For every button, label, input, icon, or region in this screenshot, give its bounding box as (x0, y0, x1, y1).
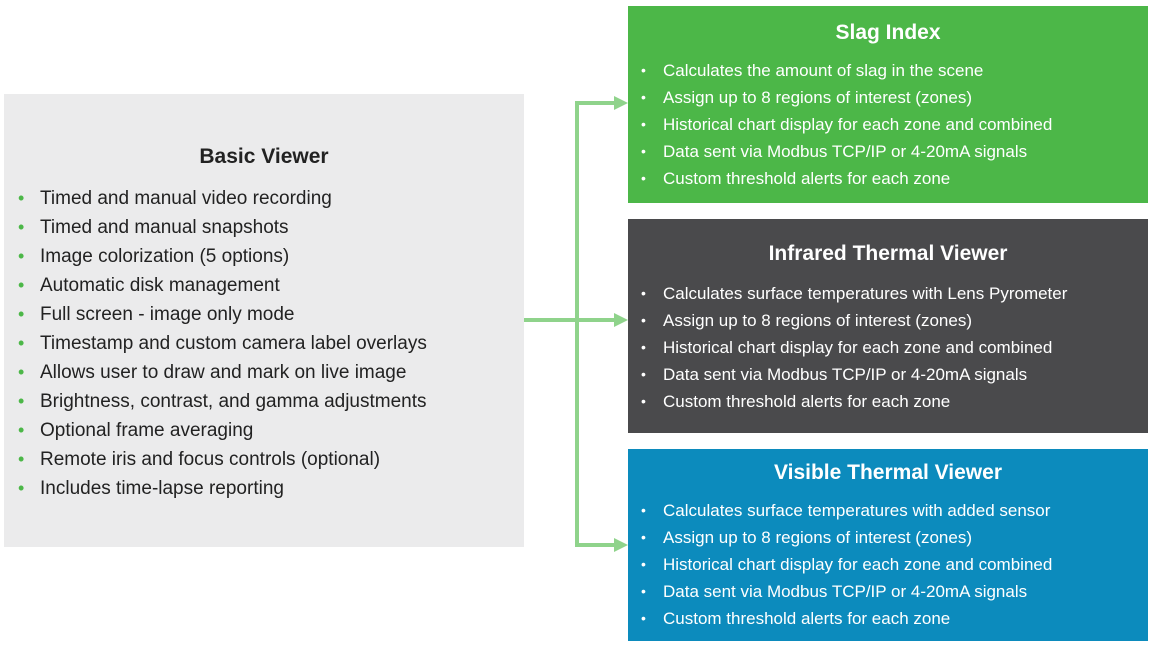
feature-text: Custom threshold alerts for each zone (663, 392, 951, 411)
bullet-icon: • (641, 170, 646, 186)
bullet-icon: • (18, 217, 25, 237)
feature-text: Data sent via Modbus TCP/IP or 4-20mA si… (663, 365, 1028, 384)
feature-text: Historical chart display for each zone a… (663, 555, 1053, 574)
feature-text: Assign up to 8 regions of interest (zone… (663, 528, 972, 547)
bullet-icon: • (641, 393, 646, 409)
feature-item: • Custom threshold alerts for each zone (641, 605, 1148, 632)
bullet-icon: • (18, 333, 25, 353)
feature-text: Remote iris and focus controls (optional… (40, 449, 381, 470)
feature-item: • Automatic disk management (18, 271, 524, 300)
feature-item: • Calculates the amount of slag in the sc… (641, 57, 1148, 84)
slag-index-feature-list: • Calculates the amount of slag in the sc… (628, 57, 1148, 192)
bullet-icon: • (641, 285, 646, 301)
basic-viewer-panel: Basic Viewer • Timed and manual video rec… (4, 94, 524, 547)
bullet-icon: • (18, 420, 25, 440)
feature-item: • Historical chart display for each zone … (641, 334, 1148, 361)
bullet-icon: • (18, 478, 25, 498)
feature-text: Timed and manual video recording (40, 188, 332, 209)
basic-viewer-title: Basic Viewer (199, 145, 329, 168)
bullet-icon: • (18, 246, 25, 266)
bullet-icon: • (641, 583, 646, 599)
bullet-icon: • (18, 362, 25, 382)
slag-index-title: Slag Index (835, 21, 941, 44)
feature-item: • Brightness, contrast, and gamma adjustm… (18, 387, 524, 416)
feature-item: • Calculates surface temperatures with ad… (641, 497, 1148, 524)
feature-text: Data sent via Modbus TCP/IP or 4-20mA si… (663, 582, 1028, 601)
bullet-icon: • (641, 89, 646, 105)
feature-text: Custom threshold alerts for each zone (663, 609, 951, 628)
feature-item: • Calculates surface temperatures with Le… (641, 280, 1148, 307)
basic-viewer-feature-list: • Timed and manual video recording • Timed … (4, 184, 524, 503)
feature-item: • Data sent via Modbus TCP/IP or 4-20mA s… (641, 361, 1148, 388)
feature-item: • Data sent via Modbus TCP/IP or 4-20mA s… (641, 578, 1148, 605)
feature-text: Includes time-lapse reporting (40, 478, 284, 499)
bullet-icon: • (641, 116, 646, 132)
feature-text: Historical chart display for each zone a… (663, 115, 1053, 134)
visible-thermal-viewer-panel: Visible Thermal Viewer • Calculates surfa… (628, 449, 1148, 641)
bullet-icon: • (641, 610, 646, 626)
arrowhead-infrared (614, 313, 628, 327)
feature-text: Custom threshold alerts for each zone (663, 169, 951, 188)
feature-text: Historical chart display for each zone a… (663, 338, 1053, 357)
feature-text: Timestamp and custom camera label overla… (40, 333, 427, 354)
feature-item: • Image colorization (5 options) (18, 242, 524, 271)
arrowhead-slag (614, 96, 628, 110)
bullet-icon: • (641, 502, 646, 518)
feature-item: • Allows user to draw and mark on live im… (18, 358, 524, 387)
bullet-icon: • (18, 304, 25, 324)
bullet-icon: • (18, 275, 25, 295)
infrared-thermal-viewer-title: Infrared Thermal Viewer (768, 242, 1008, 265)
feature-item: • Custom threshold alerts for each zone (641, 388, 1148, 415)
feature-item: • Assign up to 8 regions of interest (zon… (641, 307, 1148, 334)
infrared-thermal-viewer-feature-list: • Calculates surface temperatures with Le… (628, 280, 1148, 415)
bullet-icon: • (641, 143, 646, 159)
bullet-icon: • (641, 62, 646, 78)
bullet-icon: • (18, 188, 25, 208)
arrowhead-visible (614, 538, 628, 552)
infrared-thermal-viewer-panel: Infrared Thermal Viewer • Calculates surf… (628, 219, 1148, 433)
feature-item: • Full screen - image only mode (18, 300, 524, 329)
feature-item: • Historical chart display for each zone … (641, 111, 1148, 138)
feature-text: Assign up to 8 regions of interest (zone… (663, 311, 972, 330)
feature-text: Calculates the amount of slag in the sce… (663, 61, 984, 80)
feature-item: • Timed and manual snapshots (18, 213, 524, 242)
bullet-icon: • (18, 449, 25, 469)
bullet-icon: • (641, 366, 646, 382)
feature-item: • Timed and manual video recording (18, 184, 524, 213)
bullet-icon: • (641, 339, 646, 355)
feature-text: Full screen - image only mode (40, 304, 295, 325)
feature-text: Data sent via Modbus TCP/IP or 4-20mA si… (663, 142, 1028, 161)
feature-text: Calculates surface temperatures with add… (663, 501, 1051, 520)
bullet-icon: • (641, 312, 646, 328)
feature-text: Allows user to draw and mark on live ima… (40, 362, 407, 383)
feature-text: Assign up to 8 regions of interest (zone… (663, 88, 972, 107)
visible-thermal-viewer-title: Visible Thermal Viewer (773, 461, 1002, 484)
feature-text: Image colorization (5 options) (40, 246, 290, 267)
feature-item: • Includes time-lapse reporting (18, 474, 524, 503)
feature-item: • Timestamp and custom camera label overl… (18, 329, 524, 358)
feature-text: Optional frame averaging (40, 420, 254, 441)
feature-text: Automatic disk management (40, 275, 280, 296)
feature-text: Calculates surface temperatures with Len… (663, 284, 1068, 303)
feature-item: • Assign up to 8 regions of interest (zon… (641, 84, 1148, 111)
visible-thermal-viewer-feature-list: • Calculates surface temperatures with ad… (628, 497, 1148, 632)
feature-item: • Assign up to 8 regions of interest (zon… (641, 524, 1148, 551)
feature-item: • Optional frame averaging (18, 416, 524, 445)
bullet-icon: • (18, 391, 25, 411)
bullet-icon: • (641, 529, 646, 545)
bullet-icon: • (641, 556, 646, 572)
feature-item: • Data sent via Modbus TCP/IP or 4-20mA s… (641, 138, 1148, 165)
feature-text: Timed and manual snapshots (40, 217, 289, 238)
feature-item: • Remote iris and focus controls (optiona… (18, 445, 524, 474)
slag-index-panel: Slag Index • Calculates the amount of sla… (628, 6, 1148, 203)
feature-text: Brightness, contrast, and gamma adjustme… (40, 391, 427, 412)
feature-item: • Custom threshold alerts for each zone (641, 165, 1148, 192)
feature-item: • Historical chart display for each zone … (641, 551, 1148, 578)
